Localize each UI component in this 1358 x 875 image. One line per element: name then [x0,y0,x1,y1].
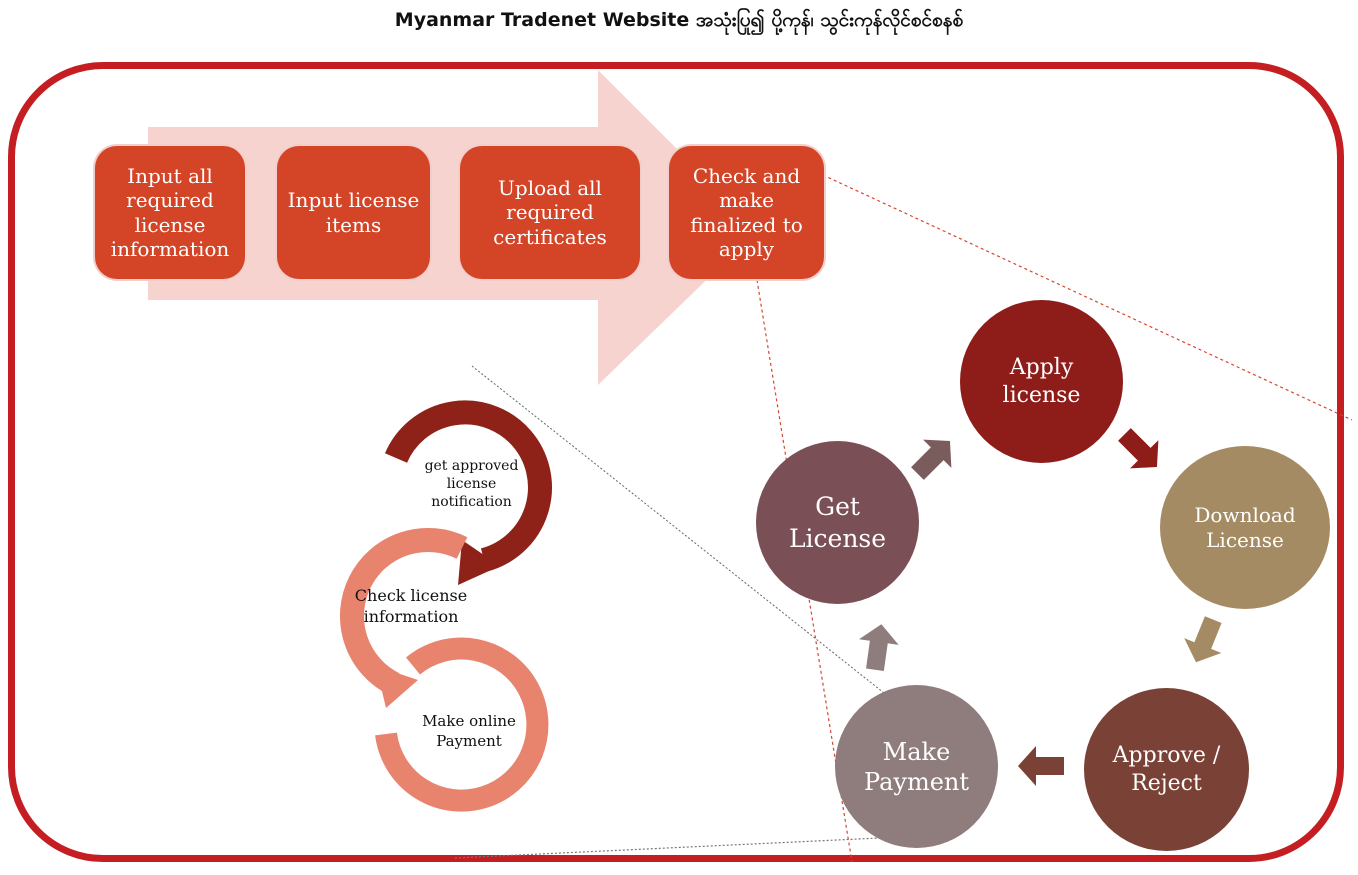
cycle-arrow-to-get-license [859,624,899,672]
circle-make-payment: Make Payment [835,685,998,848]
step-input-information: Input all required license information [95,146,245,279]
ring-payment [375,637,549,812]
step-check-finalize: Check and make finalized to apply [669,146,824,279]
cycle-arrow-to-download [1118,428,1159,469]
step-input-items: Input license items [277,146,430,279]
step-upload-certificates: Upload all required certificates [460,146,640,279]
cycle-arrow-to-payment [1018,746,1064,786]
page-title: Myanmar Tradenet Website အသုံးပြု၍ ပို့က… [394,9,964,31]
label-approved-notification: get approved license notification [424,458,519,511]
ring-check-head [376,666,418,708]
cycle-arrow-to-approve [1184,616,1222,663]
zoom-line-bottom [454,835,923,859]
ring-notification [384,400,552,572]
cycle-arrow-to-apply [911,439,952,480]
circle-get-license: Get License [756,441,919,604]
diagram-frame [8,62,1344,862]
circle-approve-reject: Approve / Reject [1084,688,1249,851]
ring-check [340,527,468,695]
circle-download-license: Download License [1160,446,1330,609]
label-online-payment: Make online Payment [422,712,516,750]
ring-notification-head [458,540,500,585]
circle-apply-license: Apply license [960,300,1123,463]
label-check-information: Check license information [354,586,468,626]
zoom-line-gray [471,365,909,713]
